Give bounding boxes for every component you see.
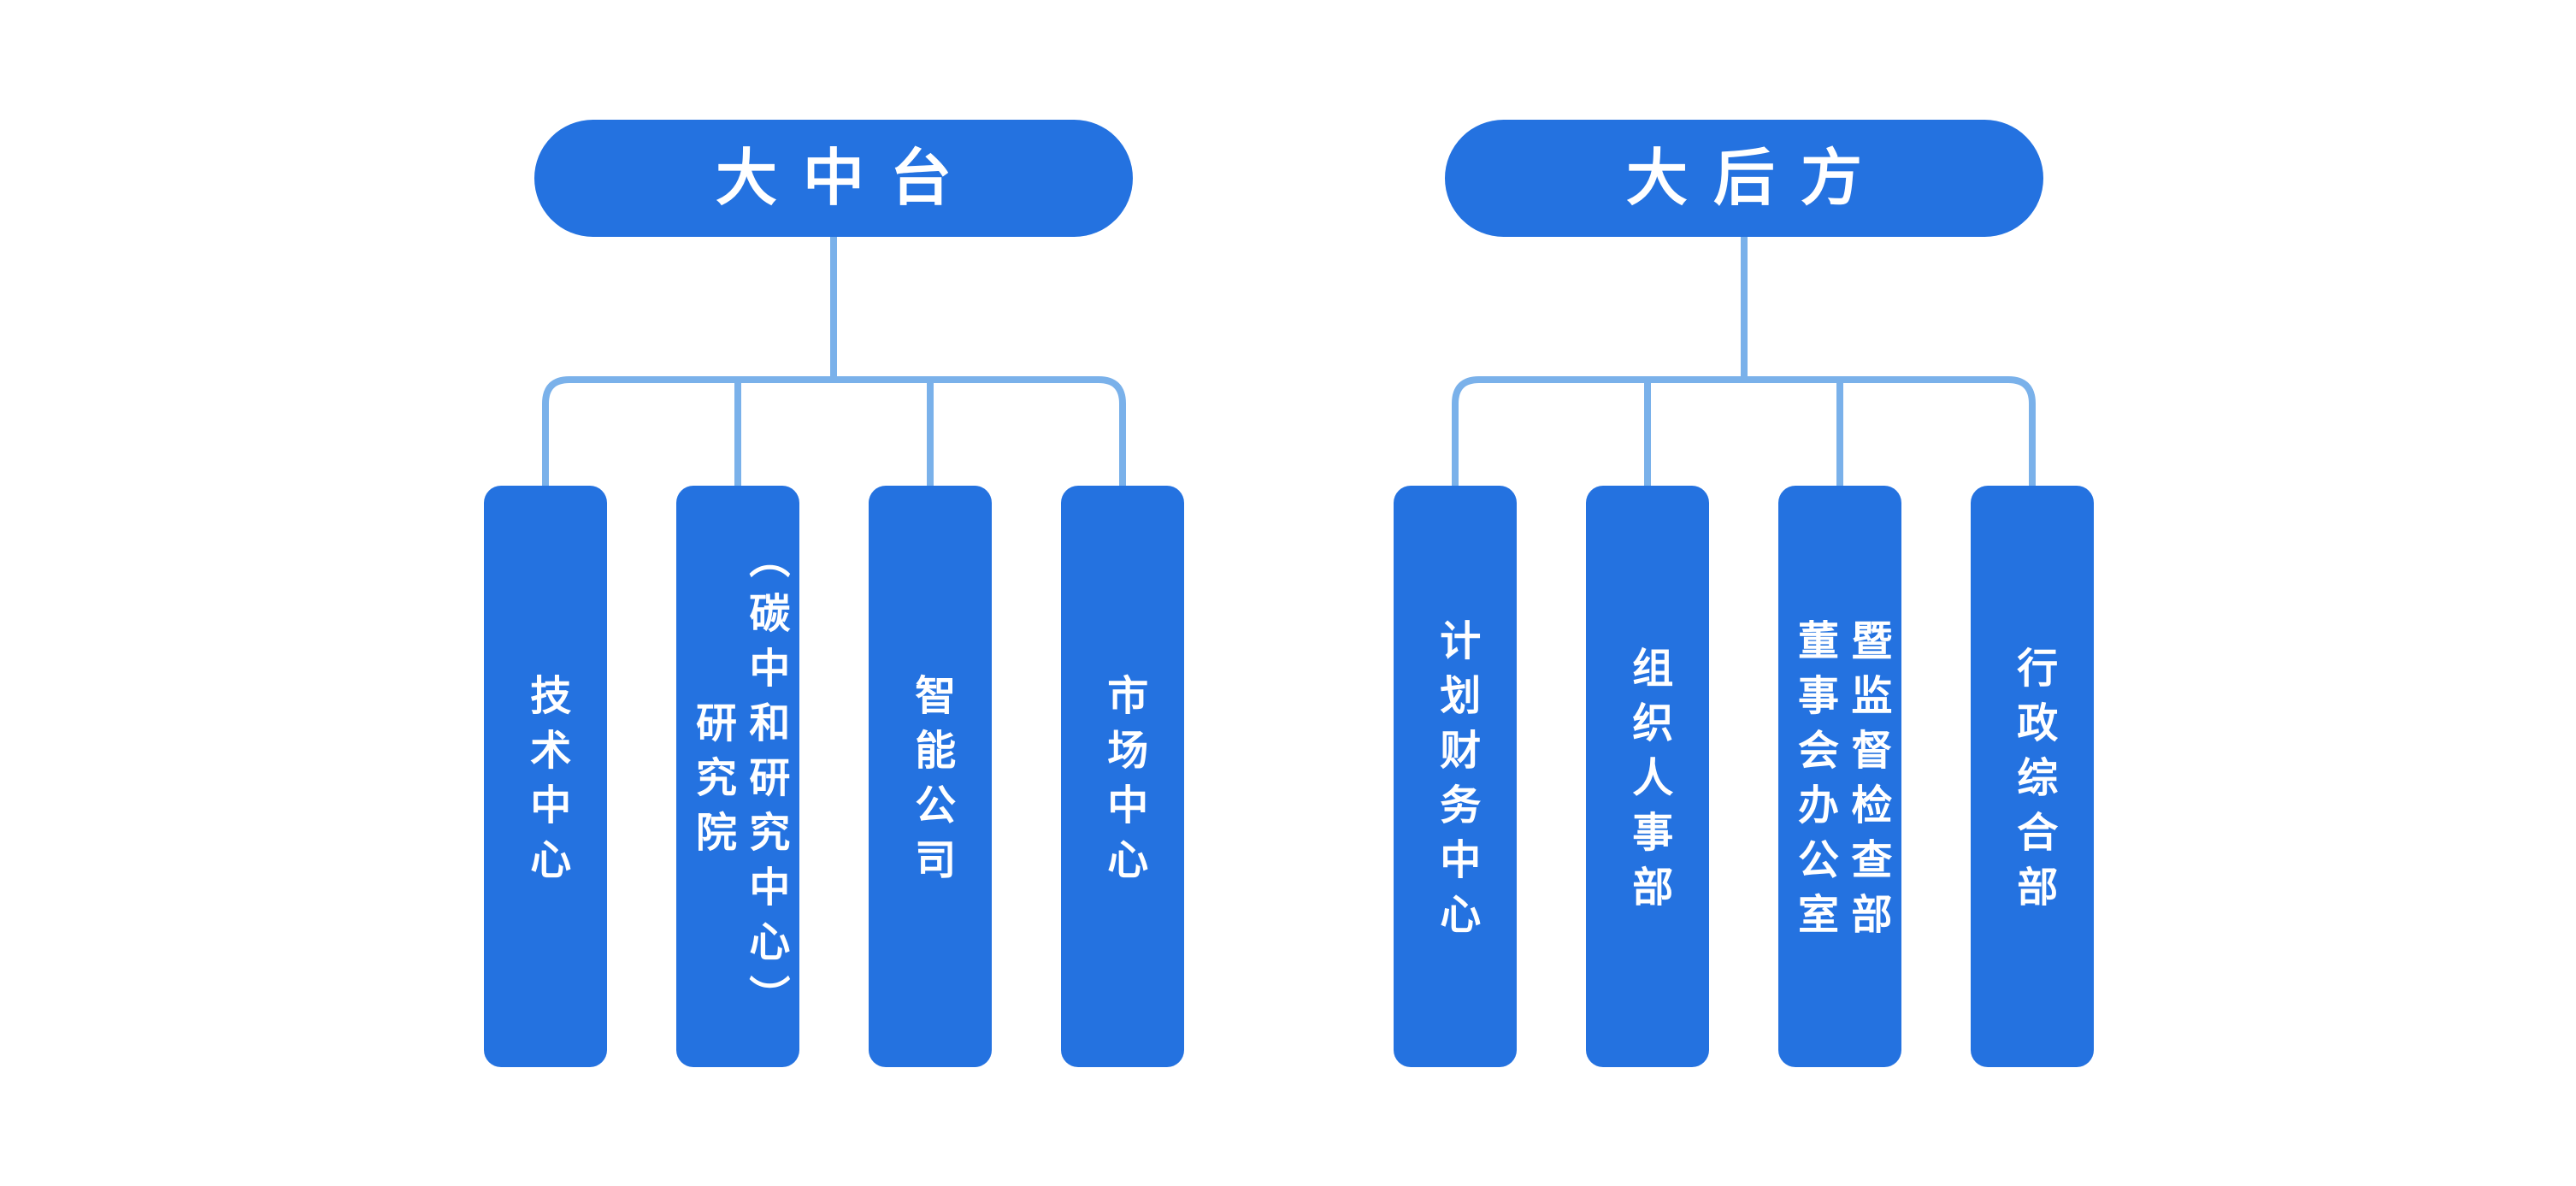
node-label: 市场中心 bbox=[1100, 674, 1147, 893]
node-research-institute-carbon-neutral-center[interactable]: 研究院 （碳中和研究中心） bbox=[676, 486, 799, 1067]
node-market-center[interactable]: 市场中心 bbox=[1061, 486, 1184, 1067]
node-label: 技术中心 bbox=[523, 674, 569, 893]
node-label: 智能公司 bbox=[908, 674, 954, 893]
node-admin-general-dept[interactable]: 行政综合部 bbox=[1971, 486, 2094, 1067]
node-label: 研究院 （碳中和研究中心） bbox=[689, 537, 788, 1030]
root-node-label: 大中台 bbox=[715, 144, 977, 213]
root-node-rear-support[interactable]: 大后方 bbox=[1445, 120, 2043, 237]
node-intelligent-company[interactable]: 智能公司 bbox=[869, 486, 992, 1067]
root-node-label: 大后方 bbox=[1625, 144, 1888, 213]
node-organization-personnel-dept[interactable]: 组织人事部 bbox=[1586, 486, 1709, 1067]
node-label: 组织人事部 bbox=[1625, 646, 1671, 920]
node-tech-center[interactable]: 技术中心 bbox=[484, 486, 607, 1067]
root-node-middle-platform[interactable]: 大中台 bbox=[534, 120, 1133, 237]
node-label: 计划财务中心 bbox=[1433, 619, 1479, 947]
node-planning-finance-center[interactable]: 计划财务中心 bbox=[1394, 486, 1517, 1067]
node-label: 行政综合部 bbox=[2010, 646, 2056, 920]
node-board-office-supervision-inspection-dept[interactable]: 董事会办公室 暨监督检查部 bbox=[1778, 486, 1901, 1067]
connector-bus-group1 bbox=[542, 376, 1126, 489]
node-label: 董事会办公室 暨监督检查部 bbox=[1791, 619, 1890, 947]
connector-bus-group2 bbox=[1452, 376, 2036, 489]
